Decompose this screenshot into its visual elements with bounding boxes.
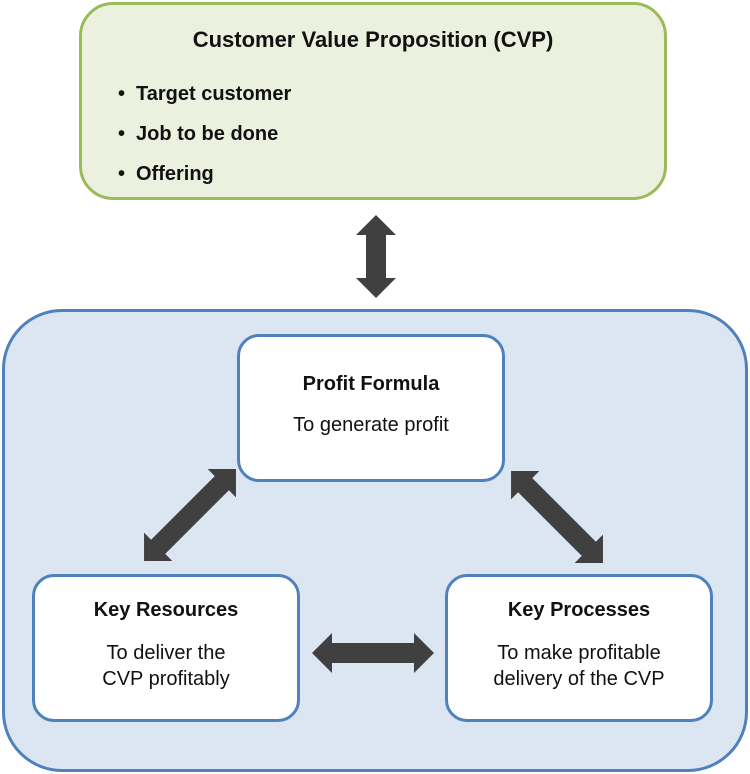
cvp-item-target-customer: •Target customer [118,79,291,119]
key-resources-box: Key Resources To deliver the CVP profita… [32,574,300,722]
bullet-icon: • [118,83,126,105]
profit-formula-description: To generate profit [293,414,449,436]
bullet-icon: • [118,163,126,185]
key-resources-title: Key Resources [93,599,239,621]
key-processes-description-line2: delivery of the CVP [493,668,665,690]
cvp-item-offering: •Offering [118,159,291,199]
key-resources-description-line1: To deliver the [106,642,226,664]
bullet-icon: • [118,123,126,145]
profit-formula-title: Profit Formula [302,373,440,395]
key-resources-description-line2: CVP profitably [102,668,230,690]
cvp-list: •Target customer •Job to be done •Offeri… [118,79,291,199]
key-processes-title: Key Processes [507,599,651,621]
key-processes-box: Key Processes To make profitable deliver… [445,574,713,722]
double-arrow-cvp-model-icon [356,215,396,298]
cvp-item-job-to-be-done: •Job to be done [118,119,291,159]
cvp-title: Customer Value Proposition (CVP) [192,27,554,52]
key-processes-description-line1: To make profitable [497,642,661,664]
key-resources-description: To deliver the CVP profitably [35,640,297,692]
cvp-box: Customer Value Proposition (CVP) •Target… [79,2,667,200]
profit-formula-box: Profit Formula To generate profit [237,334,505,482]
key-processes-description: To make profitable delivery of the CVP [448,640,710,692]
